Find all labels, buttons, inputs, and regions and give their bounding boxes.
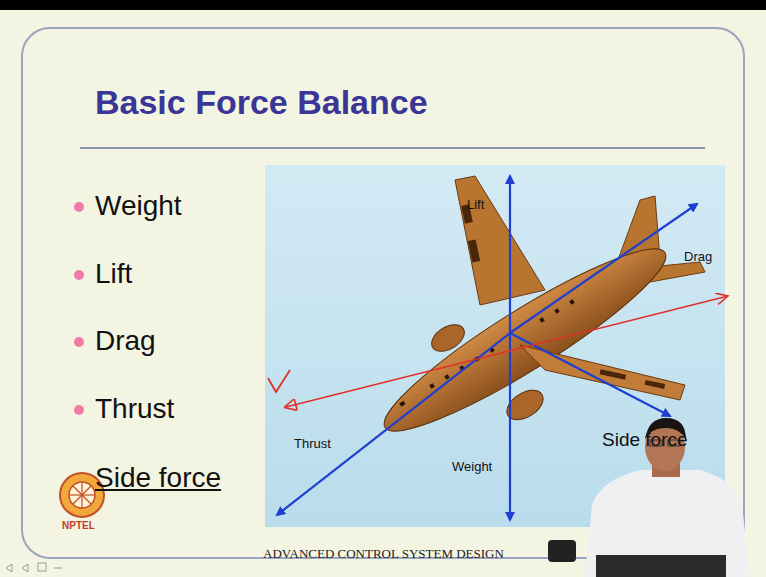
force-label: Weight: [452, 460, 492, 474]
force-label: Drag: [684, 250, 712, 264]
footer-text: ADVANCED CONTROL SYSTEM DESIGN: [263, 547, 504, 561]
bullet-item: Side force: [95, 463, 221, 494]
slide-title: Basic Force Balance: [95, 84, 428, 121]
force-label: Thrust: [294, 437, 331, 451]
bullet-item: Thrust: [95, 394, 174, 425]
force-label: Lift: [467, 198, 484, 212]
logo-text: NPTEL: [62, 520, 95, 531]
bullet-item: Drag: [95, 326, 156, 357]
force-label: Side force: [602, 430, 688, 451]
bullet-item: Lift: [95, 259, 132, 290]
bullet-item: Weight: [95, 191, 182, 222]
